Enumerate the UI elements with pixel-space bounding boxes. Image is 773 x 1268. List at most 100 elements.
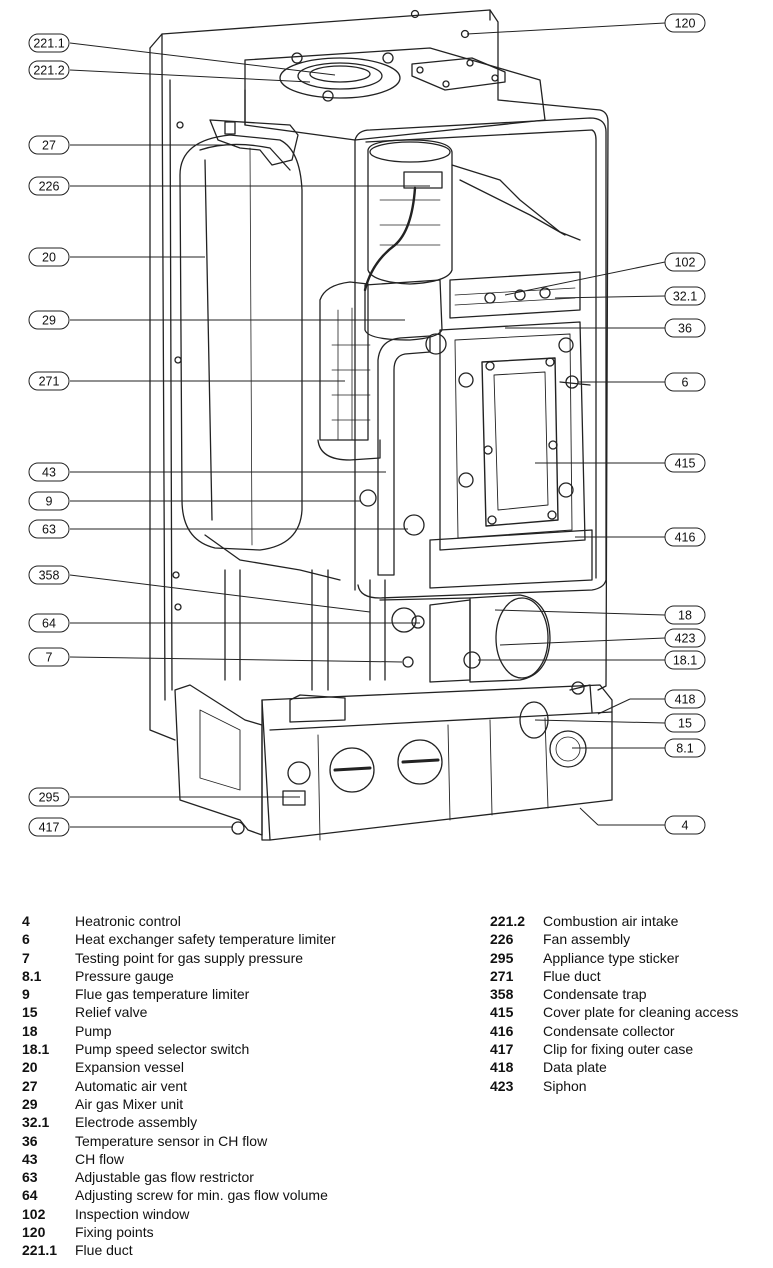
boiler-illustration (149, 9, 613, 841)
callout-badge-right (664, 286, 706, 306)
legend-number: 18 (22, 1022, 38, 1039)
legend-description: Testing point for gas supply pressure (75, 949, 304, 966)
callout-label-left: 358 (39, 569, 60, 583)
legend-row: 9 Flue gas temperature limiter (22, 985, 336, 1003)
legend-description: Fixing points (75, 1224, 154, 1241)
temp-knob-right (397, 739, 443, 785)
callout-label-left: 64 (42, 617, 56, 631)
callout-label-left: 20 (42, 251, 56, 265)
legend-description: Clip for fixing outer case (543, 1041, 694, 1058)
legend-description: Heatronic control (75, 913, 181, 929)
legend-number: 221.2 (490, 913, 526, 929)
pressure-gauge (549, 730, 587, 768)
legend-number: 102 (22, 1205, 46, 1222)
legend-row: 18 Pump (22, 1022, 336, 1040)
left-callouts (69, 42, 430, 828)
callout-badge-left (28, 462, 70, 482)
callout-label-right: 102 (675, 256, 696, 270)
legend-description: Air gas Mixer unit (75, 1095, 184, 1112)
cleaning-cover-plate (481, 357, 559, 527)
legend-number: 9 (22, 986, 30, 1003)
callout-badge-left (28, 176, 70, 196)
heat-exchanger (439, 321, 586, 551)
callout-badge-right (664, 318, 706, 338)
legend-description: Expansion vessel (75, 1059, 184, 1076)
legend-number: 417 (490, 1041, 514, 1058)
legend-number: 226 (490, 931, 514, 948)
legend-description: Flue duct (75, 1242, 133, 1259)
legend-number: 27 (22, 1077, 38, 1094)
legend-description: Temperature sensor in CH flow (75, 1132, 268, 1149)
callout-label-right: 120 (675, 17, 696, 31)
callout-badge-left (28, 647, 70, 667)
legend-description: Condensate trap (543, 986, 647, 1003)
control-box (261, 684, 613, 841)
flue-outlet (279, 57, 401, 99)
callout-label-left: 29 (42, 314, 56, 328)
legend-description: Adjustable gas flow restrictor (75, 1169, 254, 1186)
callout-badge-right (664, 13, 706, 33)
legend-number: 64 (22, 1187, 38, 1204)
callout-badge-left (28, 565, 70, 585)
callout-label-right: 8.1 (676, 742, 693, 756)
legend-row: 358 Condensate trap (490, 985, 738, 1003)
legend-number: 63 (22, 1169, 38, 1186)
callout-label-right: 18 (678, 609, 692, 623)
callout-label-left: 221.1 (33, 37, 64, 51)
access-plate (411, 57, 506, 91)
legend-number: 358 (490, 986, 514, 1003)
legend-row: 63 Adjustable gas flow restrictor (22, 1168, 336, 1186)
callout-label-left: 271 (39, 375, 60, 389)
callout-badge-right (664, 453, 706, 473)
legend-number: 43 (22, 1150, 38, 1167)
legend-description: Flue gas temperature limiter (75, 986, 250, 1003)
back-panel (149, 9, 609, 691)
callout-badge-right (664, 527, 706, 547)
legend-description: Adjusting screw for min. gas flow volume (75, 1187, 328, 1204)
callout-badge-right (664, 738, 706, 758)
legend-number: 36 (22, 1132, 38, 1149)
legend-row: 417 Clip for fixing outer case (490, 1040, 738, 1058)
legend-number: 29 (22, 1095, 38, 1112)
right-callouts (466, 22, 666, 826)
callout-badge-left (28, 135, 70, 155)
callout-badge-left (28, 33, 70, 53)
callout-badge-right (664, 815, 706, 835)
legend-number: 221.1 (22, 1242, 58, 1259)
ch-flow-pipe (377, 335, 431, 576)
legend-description: Pump (75, 1022, 112, 1039)
callout-badge-left (28, 310, 70, 330)
legend-number: 6 (22, 931, 30, 948)
condensate-collector (429, 529, 593, 589)
top-plate (244, 47, 546, 141)
callout-label-left: 417 (39, 821, 60, 835)
callout-badge-left (28, 817, 70, 837)
callout-badge-left (28, 371, 70, 391)
legend-number: 418 (490, 1059, 514, 1076)
callout-label-left: 43 (42, 466, 56, 480)
legend-description: Flue duct (543, 967, 601, 984)
callout-label-left: 9 (46, 495, 53, 509)
legend-number: 7 (22, 949, 30, 966)
callout-badge-left (28, 491, 70, 511)
legend-description: Cover plate for cleaning access (543, 1004, 739, 1021)
callout-badge-right (664, 372, 706, 392)
callout-label-left: 221.2 (33, 64, 64, 78)
callout-badge-right (664, 605, 706, 625)
legend-row: 7 Testing point for gas supply pressure (22, 949, 336, 967)
callout-label-right: 416 (675, 531, 696, 545)
callout-badge-right (664, 252, 706, 272)
callout-label-left: 295 (39, 791, 60, 805)
legend-number: 15 (22, 1004, 38, 1021)
